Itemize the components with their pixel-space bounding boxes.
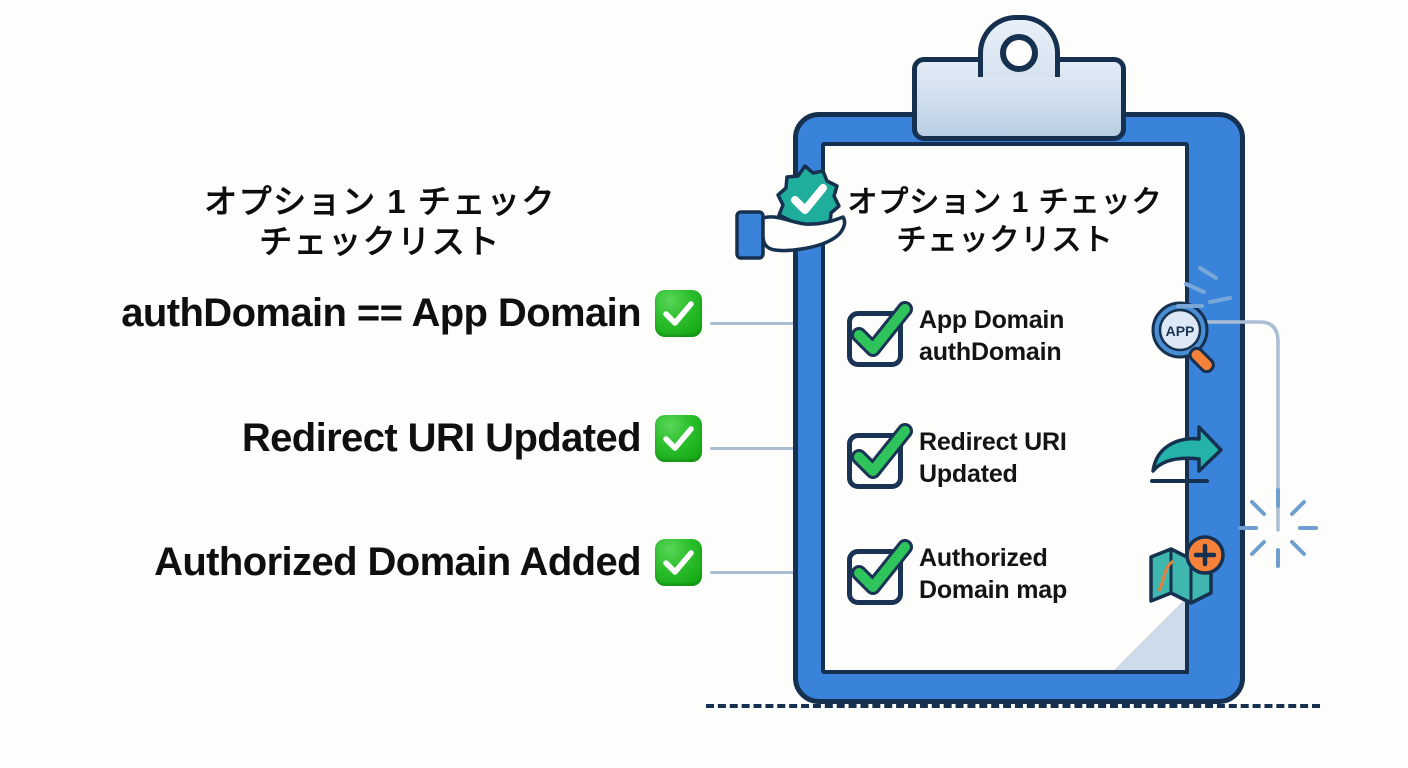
connector-line-1 (710, 447, 798, 450)
map-plus-icon (1147, 535, 1225, 613)
green-check-emoji-icon-0 (655, 290, 702, 337)
clipboard-row-2-line1: Authorized (919, 544, 1048, 572)
left-item-label-0: authDomain == App Domain (121, 291, 641, 335)
clipboard-illustration: オプション 1 チェック チェックリスト App Domain authDoma… (793, 15, 1245, 704)
left-panel-title: オプション 1 チェック チェックリスト (40, 182, 720, 263)
checkbox-box-2 (847, 549, 903, 605)
left-list-item-2: Authorized Domain Added (40, 539, 702, 586)
routed-connector-line (1196, 318, 1308, 538)
clipboard-row-label-1: Redirect URI Updated (919, 426, 1067, 490)
left-title-line2: チェックリスト (259, 223, 501, 261)
clipboard-clip-hole (1000, 34, 1038, 72)
left-title-line1: オプション 1 チェック (204, 183, 556, 220)
clipboard-row-0-line1: App Domain (919, 306, 1065, 334)
checked-checkbox-icon-1[interactable] (845, 423, 913, 489)
magnifier-app-icon: APP (1147, 297, 1225, 375)
green-check-emoji-icon-2 (655, 539, 702, 586)
sparkle-burst-icon-bottom (1238, 488, 1318, 573)
clipboard-row-2-line2: Domain map (919, 576, 1068, 604)
clipboard-row-label-0: App Domain authDomain (919, 304, 1064, 368)
clipboard-row-1: Redirect URI Updated (845, 416, 1225, 500)
left-list-item-0: authDomain == App Domain (40, 290, 702, 337)
clipboard-title: オプション 1 チェック チェックリスト (823, 184, 1187, 259)
left-item-label-2: Authorized Domain Added (154, 540, 642, 584)
clipboard-title-line2: チェックリスト (896, 223, 1114, 257)
clipboard-row-0-line2: authDomain (919, 338, 1062, 366)
checked-checkbox-icon-0[interactable] (845, 301, 913, 367)
clipboard-row-1-line2: Updated (919, 460, 1018, 488)
left-summary-panel: オプション 1 チェック チェックリスト authDomain == App D… (40, 170, 720, 630)
connector-line-0 (710, 322, 798, 325)
checkbox-box-0 (847, 311, 903, 367)
left-item-label-1: Redirect URI Updated (241, 416, 642, 460)
checkbox-box-1 (847, 433, 903, 489)
curved-right-arrow-icon (1147, 419, 1225, 497)
dashed-ground-line (706, 704, 1320, 708)
magnifier-app-label: APP (1166, 323, 1195, 339)
green-check-emoji-icon-1 (655, 415, 702, 462)
clipboard-row-1-line1: Redirect URI (919, 428, 1067, 456)
clipboard-row-0: App Domain authDomain APP (845, 294, 1225, 378)
left-list-item-1: Redirect URI Updated (40, 415, 702, 462)
checked-checkbox-icon-2[interactable] (845, 539, 913, 605)
connector-line-2 (710, 571, 798, 574)
clipboard-row-2: Authorized Domain map (845, 532, 1225, 616)
clipboard-title-line1: オプション 1 チェック (847, 186, 1163, 219)
sparkle-burst-icon-top (1164, 262, 1234, 347)
hand-holding-verified-badge-icon (733, 160, 849, 260)
clipboard-clip-icon (912, 15, 1126, 141)
clipboard-row-label-2: Authorized Domain map (919, 542, 1067, 606)
